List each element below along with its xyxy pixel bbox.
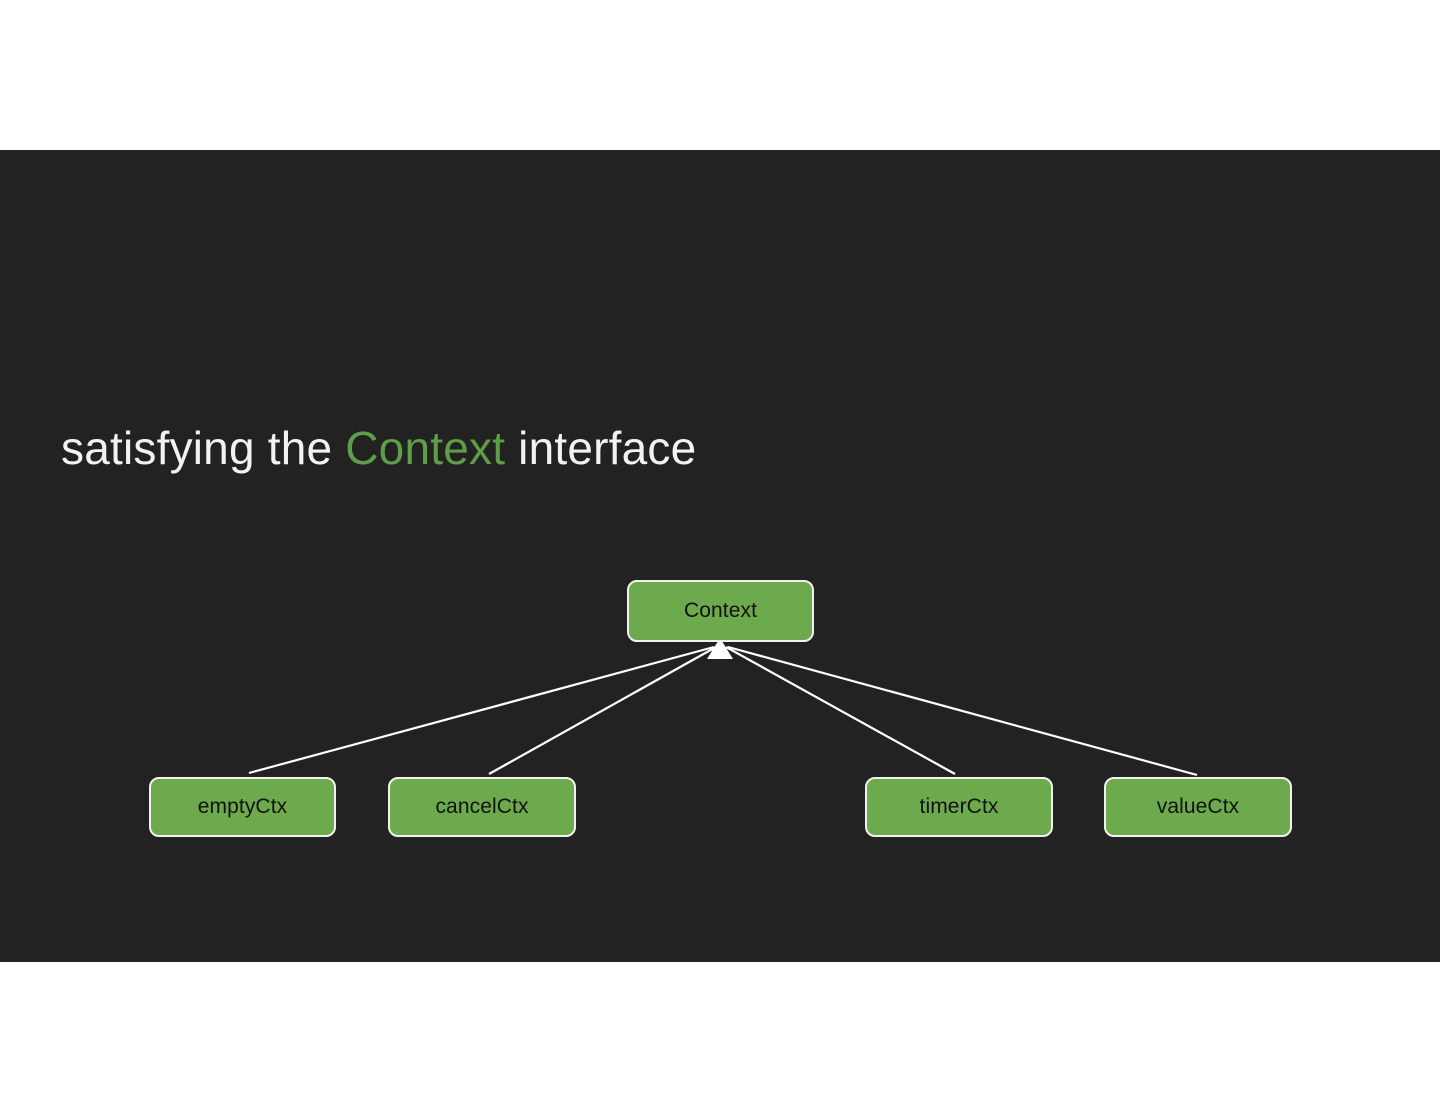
diagram-node-label: Context [683, 599, 758, 622]
edge-cancelctx-to-context [488, 646, 717, 775]
diagram-node-label: timerCtx [919, 795, 999, 818]
diagram-node-emptyctx[interactable]: emptyCtx [149, 777, 336, 837]
diagram-edges [248, 638, 1198, 777]
diagram-node-cancelctx[interactable]: cancelCtx [388, 777, 576, 837]
diagram-node-label: valueCtx [1156, 795, 1240, 818]
title-suffix: interface [505, 421, 697, 474]
title-prefix: satisfying the [61, 421, 346, 474]
edge-valuectx-to-context [727, 645, 1198, 777]
diagram-node-label: emptyCtx [197, 795, 288, 818]
diagram-node-valuectx[interactable]: valueCtx [1104, 777, 1292, 837]
title-accent-context: Context [345, 421, 506, 474]
edge-emptyctx-to-context [248, 645, 715, 775]
presentation-slide: satisfying the Context interface Context… [0, 150, 1440, 962]
diagram-node-label: cancelCtx [435, 795, 529, 818]
page-title: satisfying the Context interface [61, 418, 696, 478]
diagram-node-timerctx[interactable]: timerCtx [865, 777, 1053, 837]
context-interface-diagram: Context emptyCtx cancelCtx timerCtx valu… [0, 150, 1440, 962]
edge-timerctx-to-context [725, 646, 956, 775]
diagram-node-context[interactable]: Context [627, 580, 814, 642]
